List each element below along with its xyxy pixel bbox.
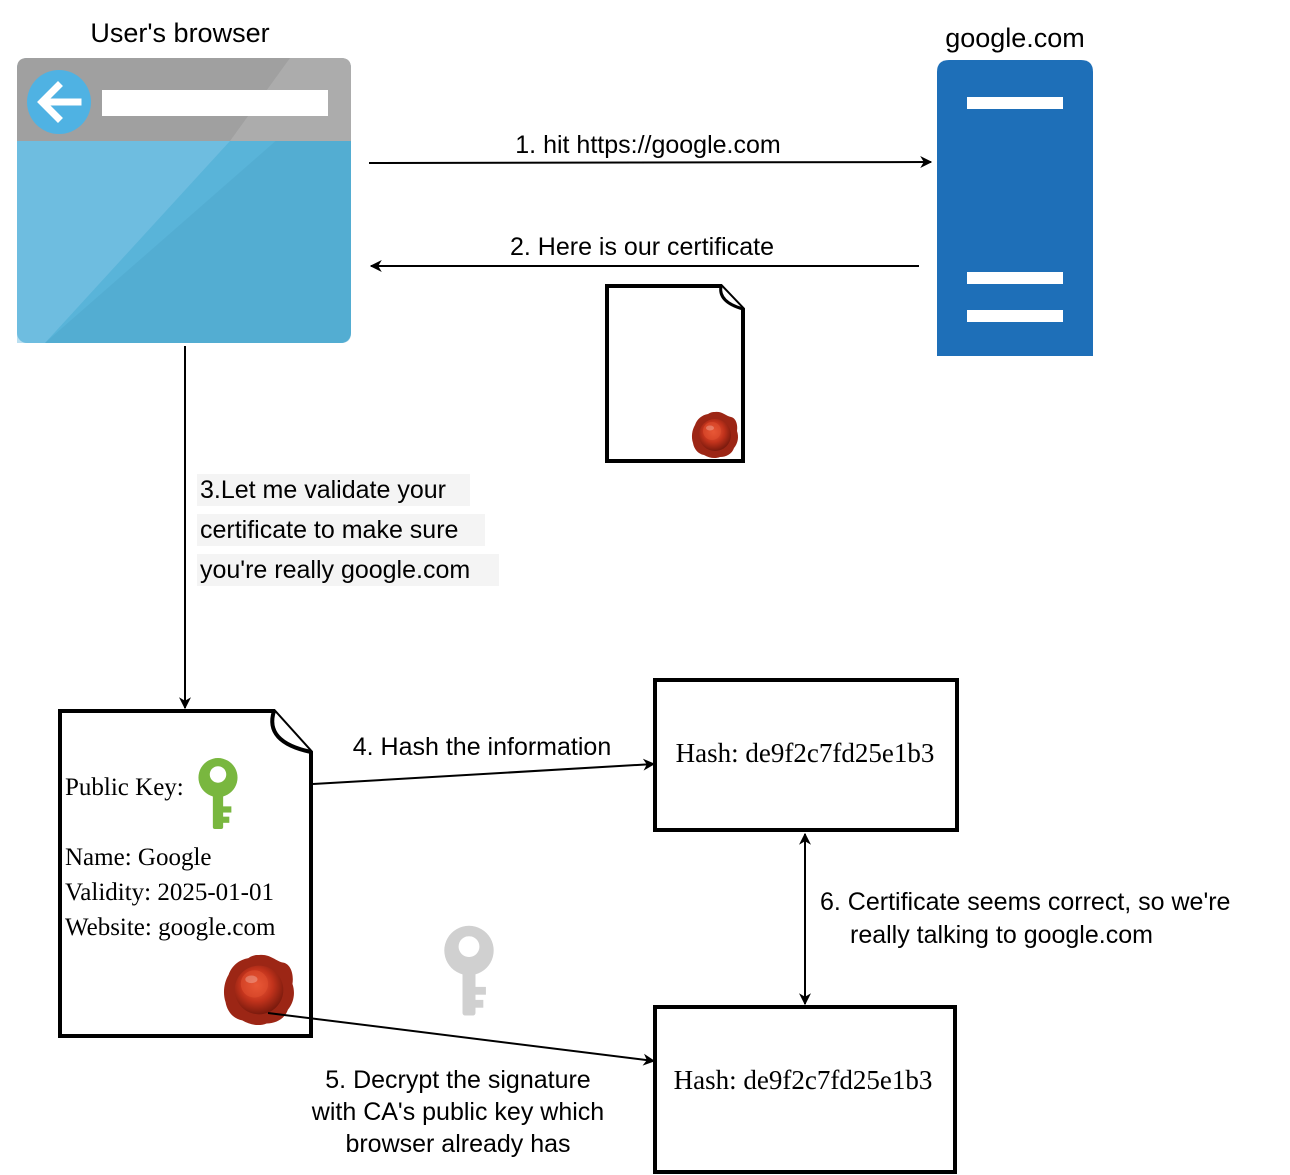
- arrow-step4: [312, 758, 656, 785]
- server-title: google.com: [945, 23, 1085, 53]
- arrow-step5: [267, 1012, 656, 1066]
- server-icon: [937, 60, 1093, 356]
- browser-title: User's browser: [90, 18, 269, 48]
- computed-hash-box: [653, 678, 959, 832]
- certificate-website: Website: google.com: [65, 914, 276, 941]
- computed-hash-text: Hash: de9f2c7fd25e1b3: [676, 738, 935, 768]
- label-step3: 3.Let me validate your certificate to ma…: [197, 474, 499, 586]
- wax-seal-icon: [691, 411, 738, 459]
- label-step1: 1. hit https://google.com: [515, 131, 780, 159]
- svg-text:you're really google.com: you're really google.com: [200, 556, 470, 584]
- svg-text:3.Let me validate your: 3.Let me validate your: [200, 476, 446, 504]
- svg-text:really talking to google.com: really talking to google.com: [850, 921, 1153, 949]
- public-key-label: Public Key:: [65, 774, 184, 801]
- certificate-name: Name: Google: [65, 844, 211, 871]
- browser-window-icon: [17, 58, 351, 343]
- decrypted-hash-text: Hash: de9f2c7fd25e1b3: [674, 1065, 933, 1095]
- svg-text:with CA's public key which: with CA's public key which: [311, 1098, 604, 1126]
- svg-text:6. Certificate seems correct,: 6. Certificate seems correct, so we're: [820, 888, 1230, 916]
- ca-public-key-icon: [444, 925, 494, 1016]
- svg-text:certificate to make sure: certificate to make sure: [200, 516, 458, 544]
- svg-text:browser already has: browser already has: [345, 1130, 570, 1158]
- label-step2: 2. Here is our certificate: [510, 233, 774, 261]
- decrypted-hash-box: [653, 1005, 957, 1174]
- label-step6: 6. Certificate seems correct, so we're r…: [820, 888, 1230, 949]
- certificate-details-document: Public Key: Name: Google Validity: 2025-…: [58, 709, 313, 1038]
- arrow-step1: [368, 156, 933, 169]
- label-step5: 5. Decrypt the signature with CA's publi…: [311, 1066, 604, 1158]
- back-arrow-icon[interactable]: [27, 70, 91, 134]
- svg-text:5. Decrypt the signature: 5. Decrypt the signature: [325, 1066, 590, 1094]
- certificate-validity: Validity: 2025-01-01: [65, 879, 274, 906]
- label-step4: 4. Hash the information: [353, 733, 611, 761]
